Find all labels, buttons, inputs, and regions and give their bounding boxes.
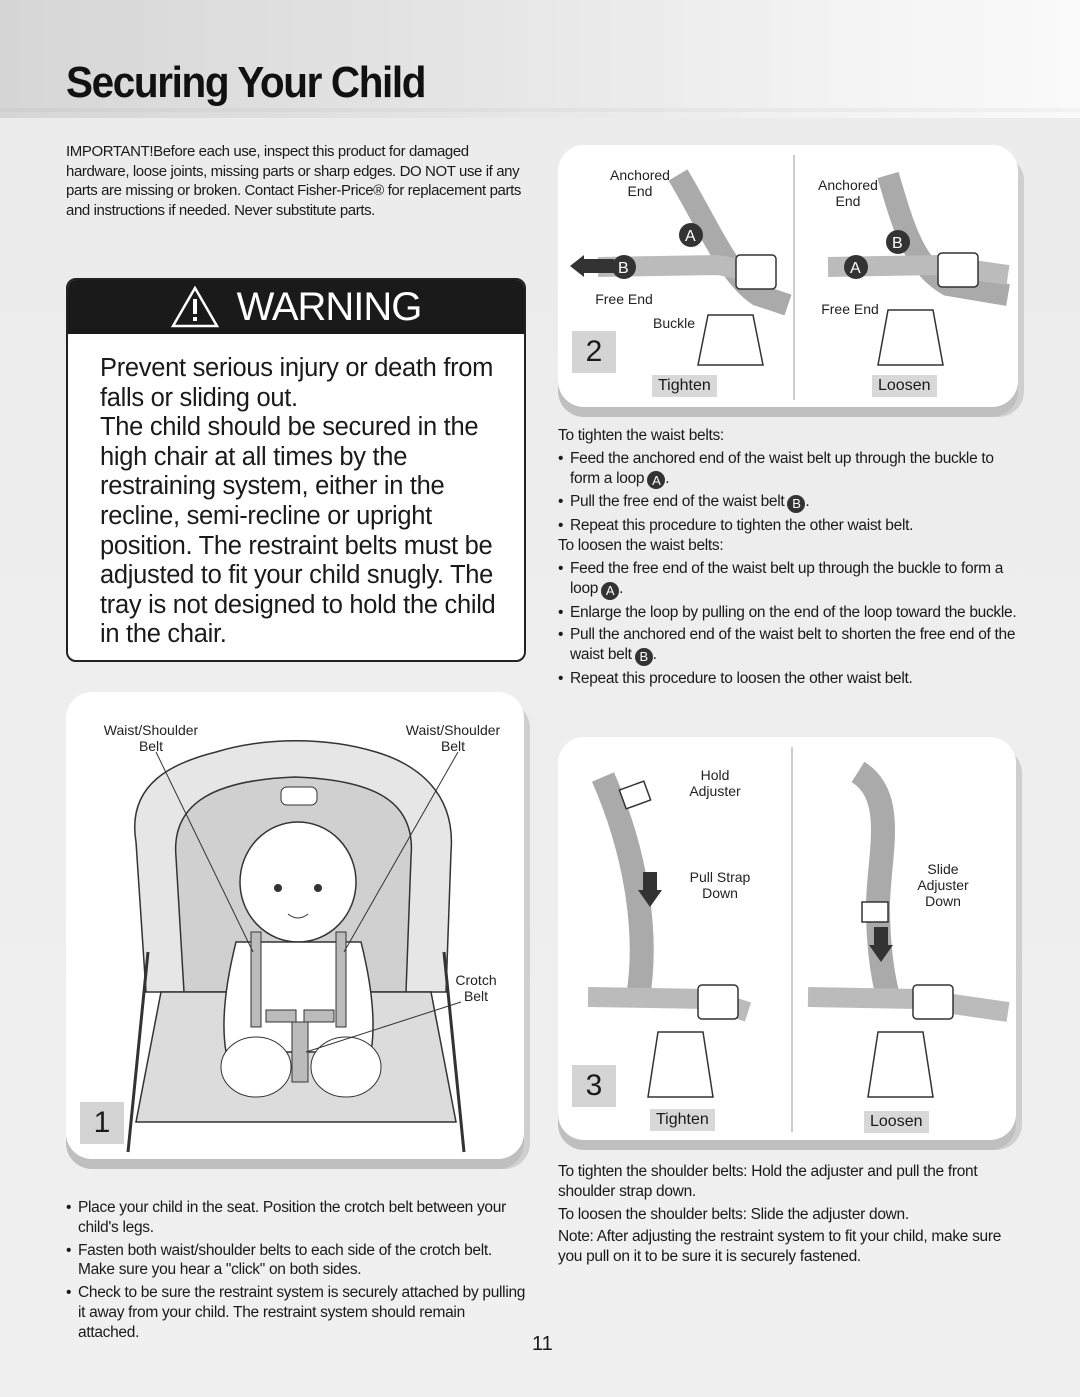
- note-text: Note: After adjusting the restraint syst…: [558, 1228, 1002, 1266]
- list-item-text: Pull the anchored end of the waist belt …: [570, 626, 1016, 664]
- shoulder-belt-instructions: To tighten the shoulder belts: Hold the …: [558, 1162, 1020, 1267]
- svg-text:A: A: [850, 260, 861, 277]
- list-item: Repeat this procedure to tighten the oth…: [558, 516, 1020, 536]
- page-number: 11: [532, 1333, 553, 1355]
- label-waist-shoulder-belt: Waist/Shoulder Belt: [405, 722, 501, 754]
- label-slide-adjuster-down: Slide Adjuster Down: [917, 861, 969, 909]
- loosen-heading: To loosen the waist belts:: [558, 537, 724, 555]
- high-chair-illustration: [126, 740, 466, 1153]
- caption-tighten: Tighten: [652, 375, 717, 397]
- figure-1-panel: Waist/Shoulder Belt Waist/Shoulder Belt …: [66, 692, 524, 1159]
- label-crotch-belt: Crotch Belt: [455, 972, 497, 1004]
- caption-loosen: Loosen: [864, 1111, 929, 1133]
- caption-tighten: Tighten: [650, 1109, 715, 1131]
- important-text: Before each use, inspect this product fo…: [66, 143, 521, 219]
- list-item: Pull the anchored end of the waist belt …: [558, 625, 1020, 667]
- warning-paragraph: Prevent serious injury or death from fal…: [100, 354, 494, 412]
- shoulder-belt-illustration: [587, 747, 1010, 1132]
- svg-text:A: A: [685, 228, 696, 245]
- figure-3-panel: Hold Adjuster Pull Strap Down Slide Adju…: [558, 737, 1016, 1140]
- list-item-text: Feed the anchored end of the waist belt …: [570, 449, 994, 487]
- list-item: Feed the free end of the waist belt up t…: [558, 559, 1020, 600]
- warning-body: Prevent serious injury or death from fal…: [68, 334, 524, 650]
- svg-text:B: B: [618, 260, 629, 277]
- warning-paragraph: The child should be secured in the high …: [100, 413, 496, 649]
- figure-number: 1: [80, 1102, 124, 1144]
- figure-number: 2: [572, 331, 616, 373]
- marker-a-icon: A: [647, 471, 666, 490]
- header-divider: [0, 108, 1080, 112]
- list-item-text: Feed the free end of the waist belt up t…: [570, 559, 1004, 597]
- list-item: Enlarge the loop by pulling on the end o…: [558, 603, 1020, 623]
- label-anchored-end: Anchored End: [610, 167, 670, 199]
- list-item: Fasten both waist/shoulder belts to each…: [66, 1241, 528, 1281]
- tighten-heading: To tighten the waist belts:: [558, 427, 724, 444]
- marker-a-icon: A: [601, 581, 620, 600]
- figure-number: 3: [572, 1065, 616, 1107]
- shoulder-loosen-text: To loosen the shoulder belts: Slide the …: [558, 1205, 909, 1223]
- list-item: Check to be sure the restraint system is…: [66, 1283, 528, 1342]
- marker-b-icon: B: [634, 648, 653, 667]
- waist-belt-illustration: A B B A: [570, 155, 1010, 400]
- header-band: [0, 0, 1080, 118]
- important-lead: IMPORTANT!: [66, 143, 154, 160]
- label-pull-strap-down: Pull Strap Down: [689, 869, 751, 901]
- label-waist-shoulder-belt: Waist/Shoulder Belt: [103, 722, 199, 754]
- label-free-end: Free End: [595, 291, 653, 307]
- list-item: Repeat this procedure to loosen the othe…: [558, 669, 1020, 689]
- warning-box: WARNING Prevent serious injury or death …: [66, 278, 526, 662]
- caption-loosen: Loosen: [872, 375, 937, 397]
- important-notice: IMPORTANT!Before each use, inspect this …: [66, 142, 526, 220]
- shoulder-tighten-text: To tighten the shoulder belts: Hold the …: [558, 1163, 978, 1200]
- warning-heading: WARNING: [236, 284, 423, 329]
- warning-header: WARNING: [68, 280, 524, 334]
- label-free-end: Free End: [821, 301, 879, 317]
- list-item: Feed the anchored end of the waist belt …: [558, 449, 1020, 490]
- label-hold-adjuster: Hold Adjuster: [689, 767, 741, 799]
- figure-2-panel: A B B A Anchored End Free End Buckle Anc…: [558, 145, 1018, 407]
- label-buckle: Buckle: [652, 315, 696, 331]
- label-anchored-end: Anchored End: [818, 177, 878, 209]
- list-item-text: Pull the free end of the waist belt: [570, 493, 785, 511]
- marker-b-icon: B: [787, 495, 806, 514]
- waist-belt-instructions: To tighten the waist belts: Feed the anc…: [558, 426, 1020, 689]
- list-item: Place your child in the seat. Position t…: [66, 1198, 528, 1238]
- page-title: Securing Your Child: [66, 58, 427, 107]
- warning-triangle-icon: [170, 286, 219, 328]
- svg-text:B: B: [892, 235, 903, 252]
- seating-instructions: Place your child in the seat. Position t…: [66, 1195, 528, 1343]
